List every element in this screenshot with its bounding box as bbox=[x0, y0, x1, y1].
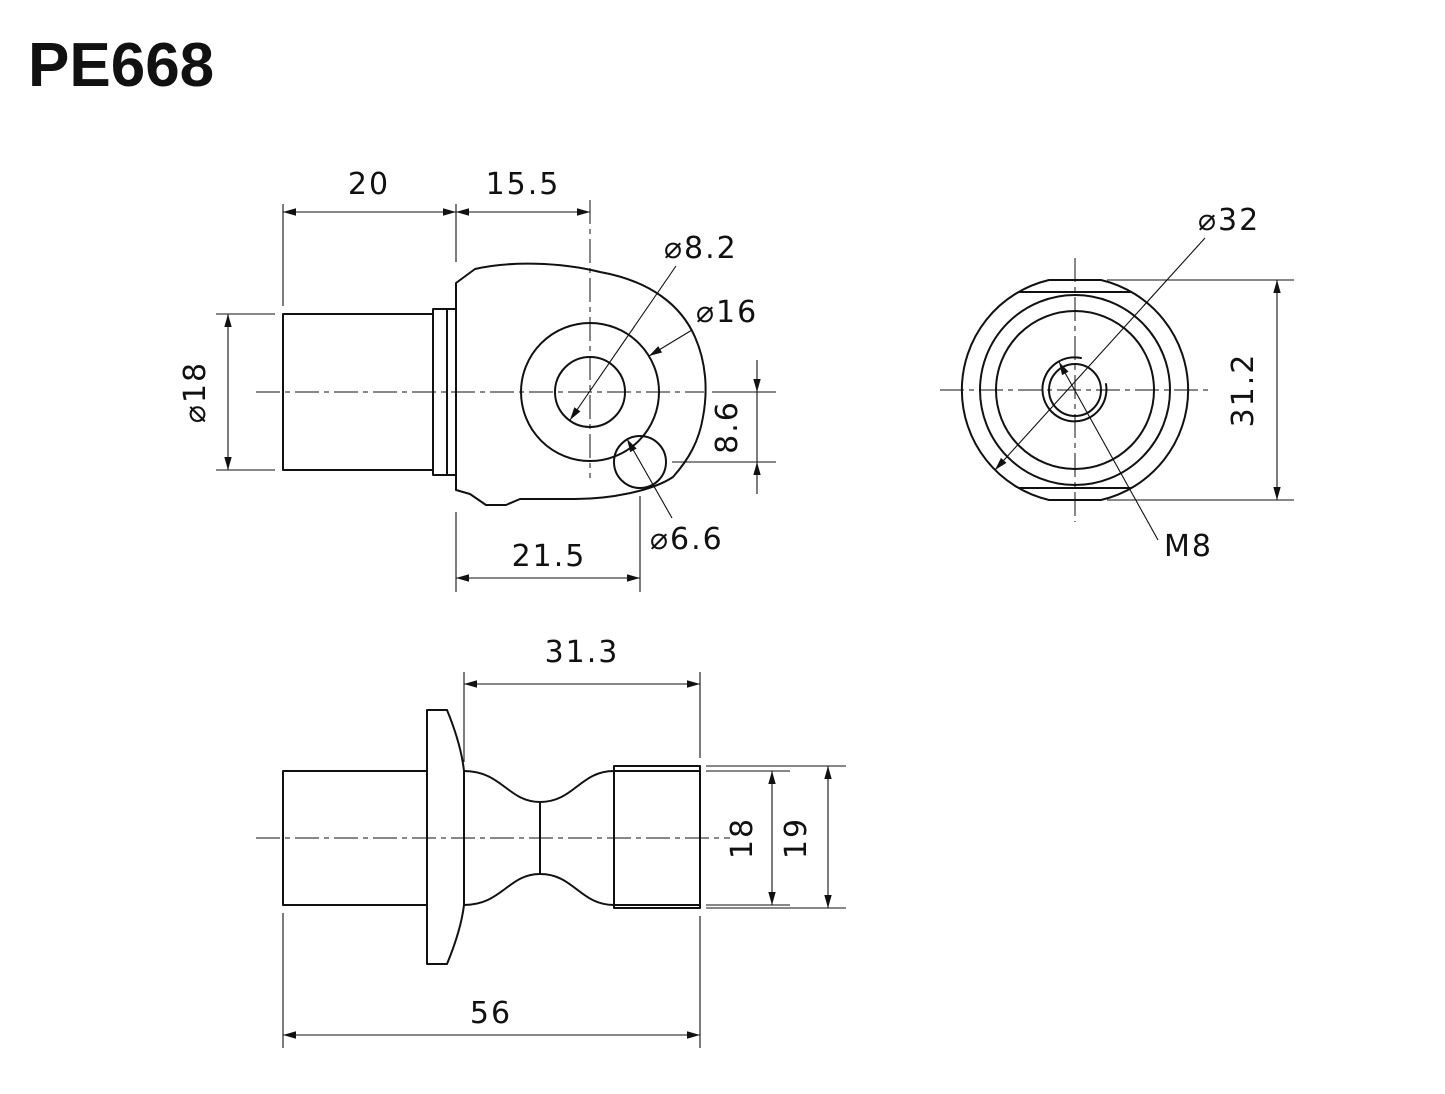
leader-outer-dia bbox=[994, 237, 1206, 471]
dim-label-side-hole: ⌀6.6 bbox=[650, 522, 724, 557]
dim-label-shaft-dia: ⌀18 bbox=[178, 361, 213, 423]
dim-label-bore: ⌀16 bbox=[696, 295, 758, 330]
dim-label-block-len: 31.3 bbox=[545, 635, 620, 670]
leader-through-hole bbox=[569, 265, 677, 421]
dim-label-body-height: 31.2 bbox=[1226, 353, 1261, 428]
dim-label-hole-offset: 8.6 bbox=[710, 400, 745, 454]
dim-label-head-offset: 15.5 bbox=[486, 167, 561, 202]
ext-lines-total-len bbox=[282, 913, 701, 1048]
dim-label-total-len: 56 bbox=[470, 996, 512, 1031]
dim-label-through-hole: ⌀8.2 bbox=[664, 231, 738, 266]
flange-outline bbox=[426, 709, 465, 965]
shaft-outline bbox=[282, 313, 434, 471]
dim-label-outer-dia: ⌀32 bbox=[1198, 203, 1260, 238]
ext-lines-block-len bbox=[463, 672, 701, 762]
leader-bore bbox=[648, 329, 693, 357]
dim-label-block-max: 19 bbox=[779, 817, 814, 859]
ext-lines-top bbox=[282, 204, 457, 306]
ext-lines-block-max bbox=[706, 765, 846, 909]
end-block-outline bbox=[613, 765, 701, 909]
front-view-dimensions: ⌀32 31.2 M8 bbox=[994, 203, 1294, 564]
dim-label-head-len: 21.5 bbox=[512, 539, 587, 574]
bottom-view-dimensions: 31.3 18 19 56 bbox=[282, 635, 846, 1048]
side-view-dimensions: 20 15.5 ⌀18 8.6 21.5 ⌀8.2 ⌀16 ⌀6.6 bbox=[178, 167, 776, 592]
dim-label-block-flat: 18 bbox=[725, 817, 760, 859]
bottom-shaft-outline bbox=[282, 770, 428, 906]
head-outline bbox=[455, 262, 707, 506]
drawing-title: PE668 bbox=[28, 31, 214, 100]
dim-label-shaft-len: 20 bbox=[348, 167, 390, 202]
side-view bbox=[256, 200, 707, 506]
dim-label-thread: M8 bbox=[1164, 529, 1213, 564]
ext-lines-body-height bbox=[1107, 279, 1294, 501]
side-hole-circle bbox=[613, 435, 667, 489]
leader-side-hole bbox=[626, 438, 673, 519]
ext-lines-block-flat bbox=[706, 770, 790, 906]
bottom-view bbox=[256, 709, 730, 965]
leader-thread bbox=[1058, 361, 1159, 541]
thread-crest-arc bbox=[1041, 356, 1108, 423]
